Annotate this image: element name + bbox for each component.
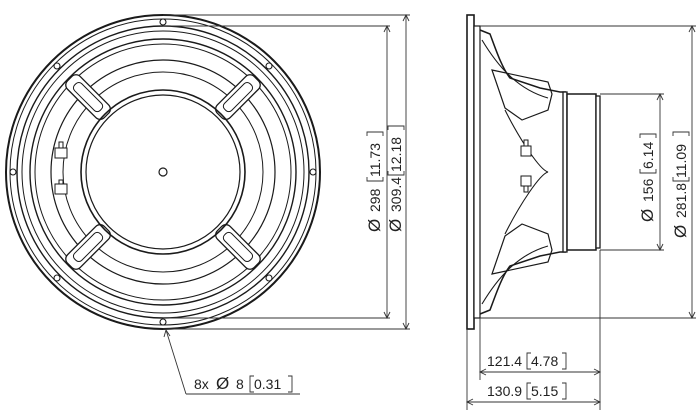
mounting-hole	[9, 168, 17, 176]
dim-mm-value: 8	[236, 376, 244, 392]
dim-mm-value: 309.4	[388, 177, 404, 212]
mounting-holes	[9, 18, 317, 326]
dim-label-holes: 8x Ø 8 0.31	[194, 374, 293, 393]
dim-mm-value: 130.9	[487, 383, 522, 399]
dim-inch-value: 11.73	[367, 143, 383, 177]
center-pole-hole	[158, 167, 168, 177]
dim-inch-value: 5.15	[531, 383, 558, 399]
cone-profile-top	[481, 39, 549, 99]
dim-label-inner: Ø 298 11.73	[365, 131, 384, 232]
mounting-hole	[53, 62, 61, 70]
side-view	[466, 14, 601, 330]
diameter-symbol: Ø	[216, 374, 229, 393]
terminal-block	[54, 141, 68, 195]
gasket-ring-inner	[21, 30, 305, 314]
magnet-ring	[85, 94, 241, 250]
mounting-hole	[159, 318, 167, 326]
side-dimension-lines	[465, 24, 696, 410]
magnet-ring-outer	[80, 89, 246, 255]
basket-spokes	[65, 74, 261, 270]
front-view	[5, 14, 321, 330]
basket-profile-top	[479, 29, 566, 93]
dim-inch-value: 12.18	[388, 137, 404, 172]
basket-profile-bottom	[479, 251, 566, 315]
outer-frame-rim	[5, 14, 321, 330]
front-dimension-lines	[163, 13, 410, 331]
back-plate	[595, 95, 601, 249]
hole-leader-line	[163, 328, 300, 395]
basket-leg-bottom	[491, 223, 553, 275]
mounting-hole	[265, 62, 273, 70]
magnet	[566, 93, 597, 251]
dim-inch-value: 0.31	[254, 376, 281, 392]
hole-count: 8x	[194, 376, 209, 392]
diameter-symbol: Ø	[365, 219, 384, 232]
dim-label-depth-total: 130.9 5.15	[487, 382, 567, 400]
dim-inch-value: 4.78	[531, 353, 558, 369]
dim-inch-value: 11.09	[673, 144, 689, 178]
basket-windows	[50, 59, 276, 285]
dim-mm-value: 121.4	[487, 353, 522, 369]
side-terminal-block	[520, 139, 532, 193]
gasket-ring	[16, 25, 310, 319]
dim-label-outer: Ø 309.4 12.18	[386, 125, 405, 232]
gasket	[473, 25, 481, 319]
basket-ring	[29, 38, 297, 306]
dim-inch-value: 6.14	[640, 142, 656, 169]
dim-mm-value: 298	[367, 188, 383, 212]
mounting-hole	[265, 274, 273, 282]
basket-leg-top	[491, 69, 553, 121]
dim-label-depth-short: 121.4 4.78	[487, 352, 567, 370]
basket-leg-mid	[504, 109, 549, 235]
dim-label-magnet: Ø 156 6.14	[638, 133, 657, 222]
diameter-symbol: Ø	[671, 225, 690, 238]
dim-label-mount: Ø 281.8 11.09	[671, 131, 690, 238]
mounting-hole	[159, 18, 167, 26]
dim-mm-value: 156	[640, 178, 656, 202]
dim-mm-value: 281.8	[673, 183, 689, 218]
diameter-symbol: Ø	[386, 219, 405, 232]
mounting-hole	[309, 168, 317, 176]
cone-profile-bottom	[481, 245, 549, 305]
front-flange	[466, 14, 475, 330]
diameter-symbol: Ø	[638, 209, 657, 222]
mounting-hole	[53, 274, 61, 282]
basket-ring-inner	[34, 43, 292, 301]
